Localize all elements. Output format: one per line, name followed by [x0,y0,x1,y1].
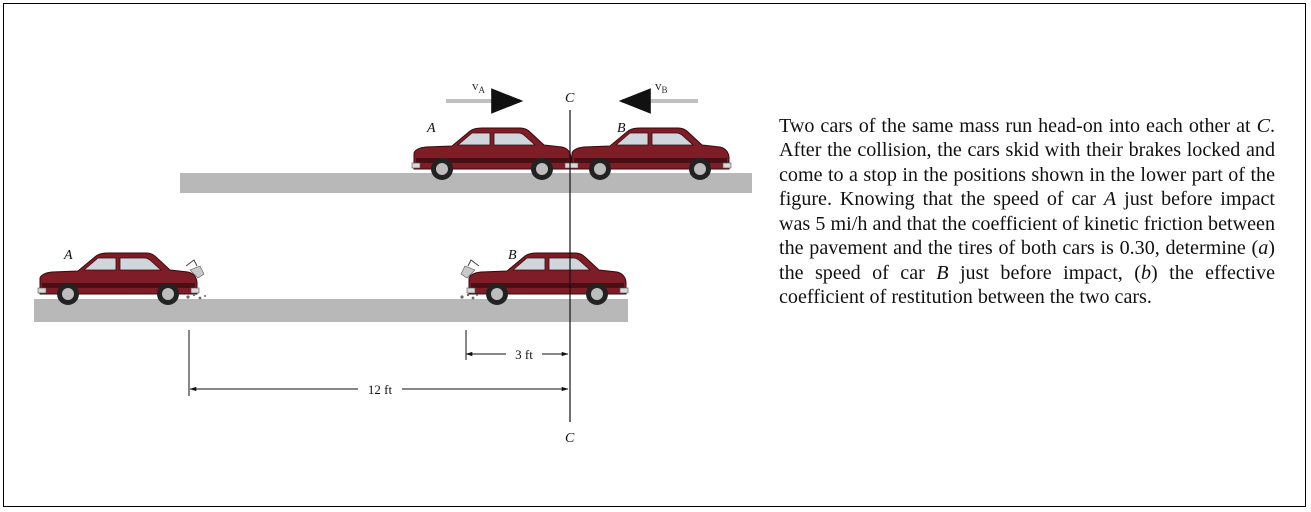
velocity-a-arrow: vA [446,78,524,114]
car-b-bottom-label: B [508,248,517,263]
dim-3ft: 3 ft [465,347,569,362]
car-b-bottom [460,252,629,306]
line-c-bottom-label: C [565,431,575,446]
car-a-top [411,127,574,181]
dim-3ft-label: 3 ft [515,347,533,362]
dim-12ft: 12 ft [189,382,569,397]
dim-12ft-label: 12 ft [368,382,393,397]
lower-road [34,299,628,322]
upper-road [180,173,752,193]
car-b-top-label: B [617,121,626,136]
velocity-b-label: vB [655,78,668,95]
velocity-b-arrow: vB [618,78,698,114]
line-c-top-label: C [565,91,575,106]
problem-frame [3,3,1306,507]
collision-figure: vA vB A B A B C C 3 ft [34,78,752,446]
skid-debris-a [186,293,206,300]
car-a-bottom [37,252,205,306]
car-b-top [569,127,732,181]
problem-statement: Two cars of the same mass run head-on in… [779,115,1275,309]
velocity-a-label: vA [472,78,486,95]
car-a-top-label: A [426,121,436,136]
car-a-bottom-label: A [63,248,73,263]
skid-debris-b [460,293,478,300]
